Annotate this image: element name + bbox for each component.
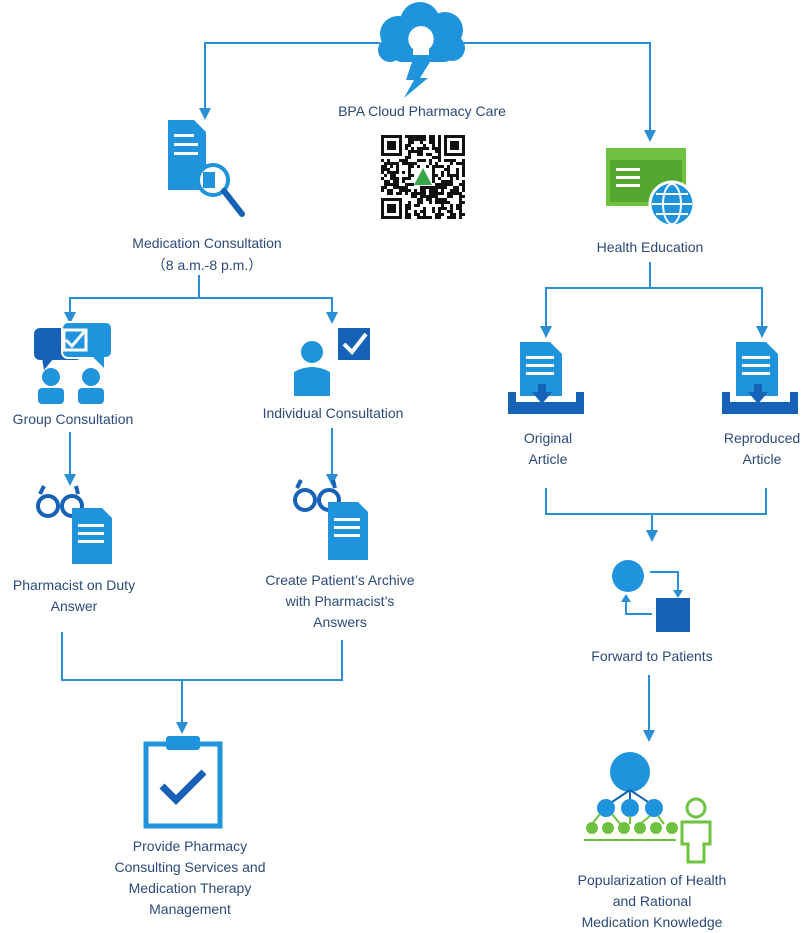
- tray-document-icon: [722, 342, 798, 414]
- root-title: BPA Cloud Pharmacy Care: [338, 103, 506, 119]
- arrowhead: [199, 108, 211, 120]
- arrowhead: [176, 722, 188, 734]
- tray-document-icon: [508, 342, 584, 414]
- connector-root-left: [204, 42, 380, 108]
- connector-root-right: [460, 42, 651, 130]
- forward-patients-label: Forward to Patients: [591, 648, 713, 664]
- connector-merge-services: [61, 632, 343, 681]
- arrowhead: [326, 312, 338, 324]
- arrowhead: [540, 326, 552, 338]
- pharmacist-duty-label: Pharmacist on Duty Answer: [12, 577, 136, 614]
- connector-articles-merge: [545, 488, 767, 515]
- arrowhead: [64, 474, 76, 486]
- popularization-label: Popularization of Health and Rational Me…: [577, 872, 727, 930]
- patient-archive-label: Create Patient’s Archive with Pharmacist…: [265, 572, 415, 630]
- consultation-hours: （8 a.m.-8 p.m.）: [151, 257, 263, 273]
- connectors: [61, 42, 768, 742]
- group-consultation-label: Group Consultation: [12, 411, 134, 427]
- arrowhead: [643, 730, 655, 742]
- qr-code-icon: [381, 135, 465, 219]
- cloud-lightbulb-icon: [378, 2, 465, 98]
- arrowhead: [64, 312, 76, 324]
- arrowhead: [756, 326, 768, 338]
- health-education-title: Health Education: [596, 239, 704, 255]
- arrowhead: [646, 530, 658, 542]
- clipboard-check-icon: [143, 736, 223, 829]
- arrowhead: [644, 130, 656, 142]
- connector-health-split: [545, 287, 763, 326]
- consultation-title: Medication Consultation: [132, 235, 282, 251]
- forward-cycle-icon: [612, 560, 690, 632]
- network-person-icon: [584, 752, 712, 864]
- original-article-label: Original Article: [523, 430, 573, 467]
- individual-consultation-label: Individual Consultation: [262, 405, 404, 421]
- glasses-document-icon: [293, 479, 368, 560]
- reproduced-article-label: Reproduced Article: [723, 430, 801, 467]
- group-chat-icon: [34, 321, 113, 404]
- browser-globe-icon: [606, 148, 696, 228]
- person-check-icon: [294, 328, 370, 396]
- arrowhead: [326, 474, 338, 486]
- connector-consult-split: [69, 297, 333, 312]
- pharmacy-services-label: Provide Pharmacy Consulting Services and…: [114, 838, 266, 917]
- glasses-document-icon: [36, 485, 112, 564]
- document-search-icon: [168, 120, 245, 217]
